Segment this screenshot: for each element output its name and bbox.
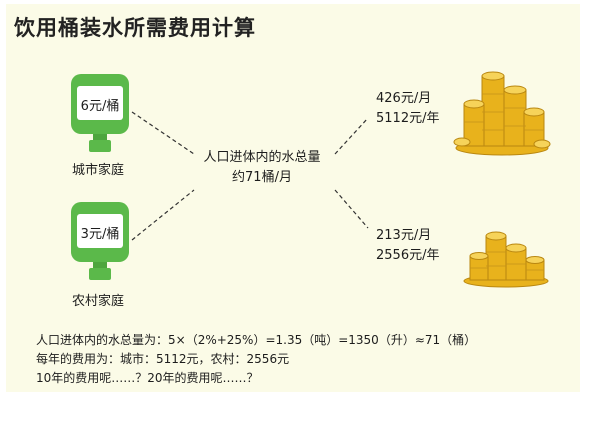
infographic-title: 饮用桶装水所需费用计算 [14, 16, 256, 40]
connector-urban-center [131, 111, 195, 155]
connector-center-urban-cost [334, 117, 369, 155]
urban-caption: 城市家庭 [72, 163, 125, 178]
note-total-water: 人口进体内的水总量为：5×（2%+25%）=1.35（吨）=1350（升）≈71… [36, 333, 477, 347]
urban-price-label: 6元/桶 [80, 99, 120, 114]
note-long-term-cost: 10年的费用呢……？20年的费用呢……？ [36, 371, 259, 385]
connector-center-rural-cost [334, 189, 369, 229]
rural-bottle: 3元/桶 [67, 198, 133, 282]
urban-yearly-cost: 5112元/年 [376, 111, 440, 126]
rural-cost: 213元/月 2556元/年 [376, 226, 439, 266]
rural-monthly-cost: 213元/月 [376, 228, 432, 243]
water-bottle-icon [71, 202, 129, 280]
coin-stack-icon [453, 71, 551, 156]
center-line-1: 人口进体内的水总量 [203, 150, 321, 165]
connector-rural-center [131, 189, 195, 241]
calculation-notes: 人口进体内的水总量为：5×（2%+25%）=1.35（吨）=1350（升）≈71… [36, 331, 476, 388]
center-line-2: 约71桶/月 [232, 170, 292, 185]
rural-price-label: 3元/桶 [80, 227, 120, 242]
coin-stack-icon [463, 231, 549, 288]
rural-yearly-cost: 2556元/年 [376, 248, 440, 263]
urban-cost: 426元/月 5112元/年 [376, 89, 439, 129]
rural-caption: 农村家庭 [72, 294, 125, 309]
note-yearly-cost: 每年的费用为：城市：5112元，农村：2556元 [36, 352, 290, 366]
water-bottle-icon [71, 74, 129, 152]
urban-monthly-cost: 426元/月 [376, 91, 432, 106]
center-total-text: 人口进体内的水总量 约71桶/月 [178, 148, 346, 188]
urban-bottle: 6元/桶 [67, 70, 133, 154]
infographic-panel [6, 4, 580, 392]
